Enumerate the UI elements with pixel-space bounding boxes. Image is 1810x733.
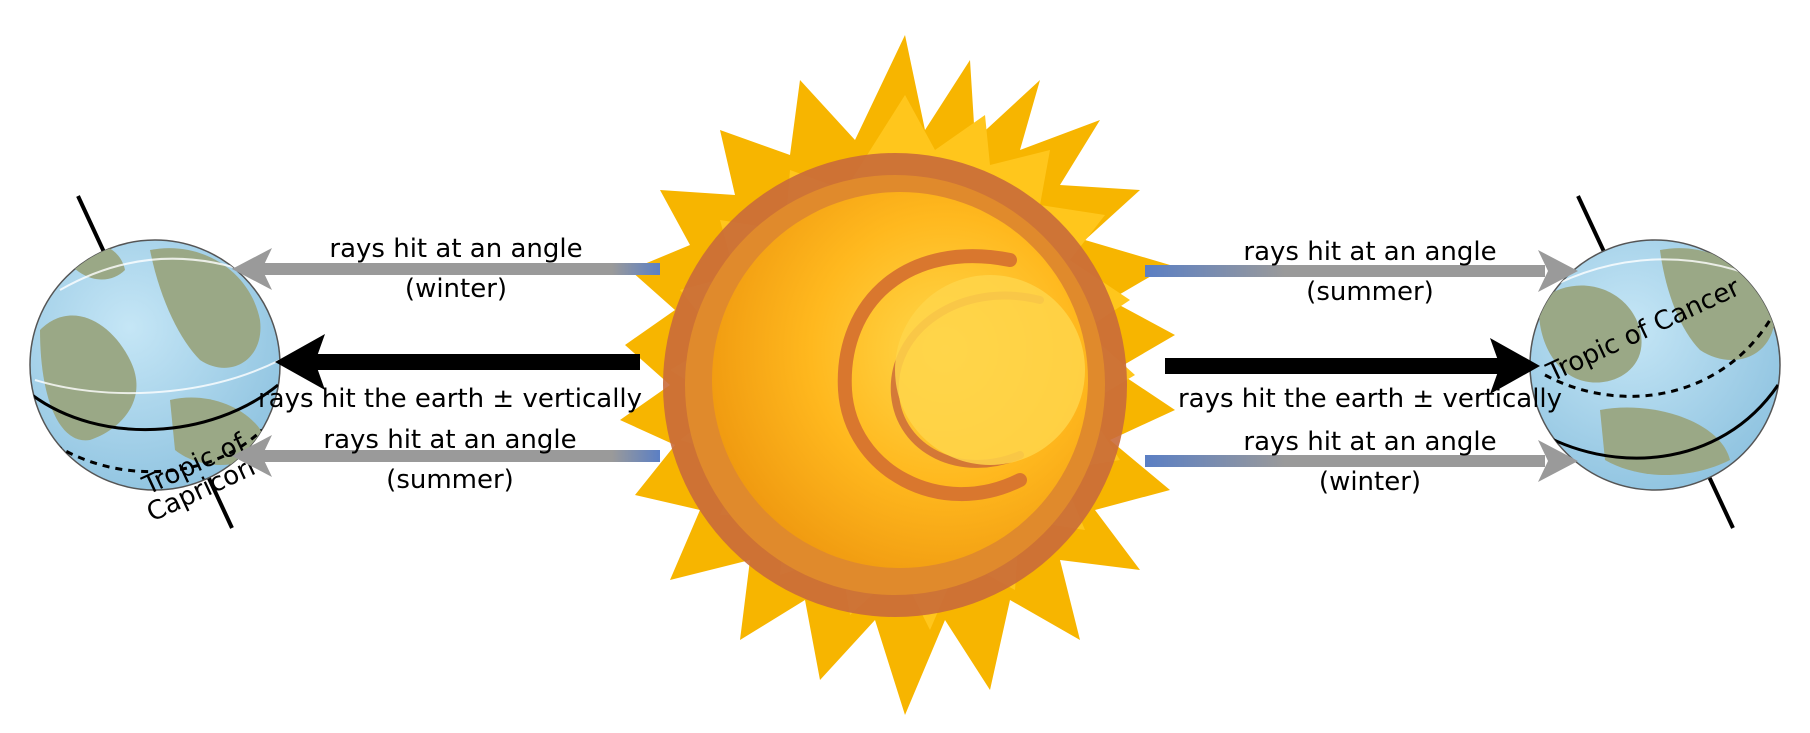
right-middle-label: rays hit the earth ± vertically	[1178, 384, 1562, 414]
tropic-of-cancer-line	[1544, 319, 1772, 398]
right-upper-arrowhead	[1538, 250, 1578, 292]
left-globe	[29, 195, 281, 529]
left-globe-equator	[31, 383, 279, 432]
left-upper-ray	[232, 248, 660, 290]
right-upper-label-1: rays hit at an angle	[1243, 237, 1496, 267]
left-vertical-ray	[275, 334, 640, 390]
left-upper-arrowhead	[232, 248, 272, 290]
right-lower-label-2: (winter)	[1319, 467, 1421, 497]
right-vertical-arrowhead	[1490, 338, 1540, 394]
left-upper-label-2: (winter)	[405, 274, 507, 304]
left-upper-label-1: rays hit at an angle	[329, 234, 582, 264]
right-upper-label-2: (summer)	[1306, 277, 1434, 307]
right-lower-label-1: rays hit at an angle	[1243, 427, 1496, 457]
left-vertical-arrowhead	[275, 334, 325, 390]
sun-bright-spot	[895, 275, 1085, 465]
left-globe-land	[31, 242, 280, 474]
right-lower-arrowhead	[1538, 440, 1578, 482]
left-lower-arrowhead	[232, 435, 272, 477]
right-globe-equator	[1534, 384, 1780, 460]
sun-swirl	[837, 249, 1027, 502]
right-vertical-ray	[1165, 338, 1540, 394]
left-middle-label: rays hit the earth ± vertically	[258, 384, 642, 414]
tropic-of-capricorn-line	[54, 428, 264, 474]
left-lower-ray	[232, 435, 660, 477]
right-lower-ray	[1145, 440, 1578, 482]
left-lower-label-2: (summer)	[386, 465, 514, 495]
left-lower-label-1: rays hit at an angle	[323, 425, 576, 455]
sun	[620, 35, 1175, 715]
right-upper-ray	[1145, 250, 1578, 292]
